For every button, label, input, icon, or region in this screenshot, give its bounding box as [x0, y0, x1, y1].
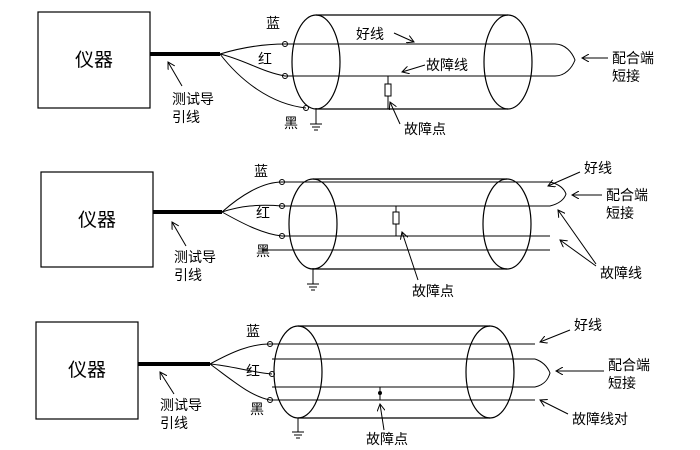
- label-far-end-1: 配合端: [608, 358, 650, 374]
- lead-red: [209, 363, 273, 375]
- cable-near-end: [291, 14, 341, 110]
- instrument-box: [40, 171, 154, 268]
- label-blue: 蓝: [266, 16, 280, 32]
- label-test-lead-2: 引线: [160, 416, 188, 432]
- lead-blue: [209, 343, 271, 365]
- label-far-end-1: 配合端: [612, 51, 654, 67]
- lead-black: [209, 363, 271, 401]
- label-test-lead-1: 测试导: [160, 398, 202, 414]
- label-test-lead-2: 引线: [172, 110, 200, 126]
- label-fault-wire: 故障线: [600, 266, 642, 282]
- label-black: 黑: [250, 402, 264, 418]
- instrument-label: 仪器: [78, 209, 116, 231]
- cable-near-end: [288, 178, 338, 270]
- label-far-end-2: 短接: [612, 68, 640, 85]
- label-blue: 蓝: [254, 164, 268, 180]
- label-fault-wire: 故障线: [426, 58, 468, 74]
- label-fault-point: 故障点: [366, 432, 408, 448]
- cable-far-end: [465, 325, 515, 419]
- lead-red: [221, 204, 283, 213]
- label-good-wire: 好线: [584, 161, 612, 177]
- lead-blue: [221, 181, 283, 213]
- label-far-end-1: 配合端: [606, 188, 648, 204]
- label-black: 黑: [284, 116, 298, 132]
- cable-far-end: [483, 14, 533, 110]
- label-test-lead-1: 测试导: [174, 250, 216, 266]
- label-good-wire: 好线: [356, 27, 384, 43]
- far-end-short: [554, 43, 576, 77]
- label-far-end-2: 短接: [608, 375, 636, 392]
- lead-red: [219, 53, 286, 77]
- fault-resistor: [384, 83, 392, 97]
- label-red: 红: [256, 206, 270, 222]
- far-end-short: [549, 181, 567, 207]
- instrument-box: [35, 321, 139, 420]
- fault-point-dot: [378, 391, 382, 395]
- label-blue: 蓝: [246, 324, 260, 340]
- instrument-box: [37, 11, 151, 109]
- diagram-3: 仪器 蓝 红 黑 好线 配合端 短接 故障线对 故障点 测试导: [35, 318, 650, 448]
- label-black: 黑: [256, 244, 270, 260]
- label-fault-wire: 故障线对: [572, 412, 628, 428]
- label-red: 红: [258, 52, 272, 68]
- fault-resistor: [392, 211, 400, 225]
- label-far-end-2: 短接: [606, 205, 634, 222]
- label-red: 红: [246, 364, 260, 380]
- lead-blue: [219, 43, 286, 55]
- lead-black: [219, 53, 307, 109]
- cable-near-end: [273, 325, 323, 419]
- instrument-label: 仪器: [75, 49, 113, 71]
- label-good-wire: 好线: [574, 318, 602, 334]
- label-fault-point: 故障点: [404, 122, 446, 138]
- diagram-2: 仪器 蓝 红 黑 好线 配合端 短接 故障线 故障点: [40, 161, 648, 300]
- far-end-short: [534, 358, 551, 388]
- diagram-1: 仪器 蓝 红 黑 好线 故障线 故障点 测试: [37, 11, 654, 138]
- label-test-lead-1: 测试导: [172, 92, 214, 108]
- instrument-label: 仪器: [68, 359, 106, 381]
- label-fault-point: 故障点: [412, 284, 454, 300]
- label-test-lead-2: 引线: [174, 268, 202, 284]
- lead-black: [221, 211, 283, 237]
- cable-far-end: [482, 178, 532, 270]
